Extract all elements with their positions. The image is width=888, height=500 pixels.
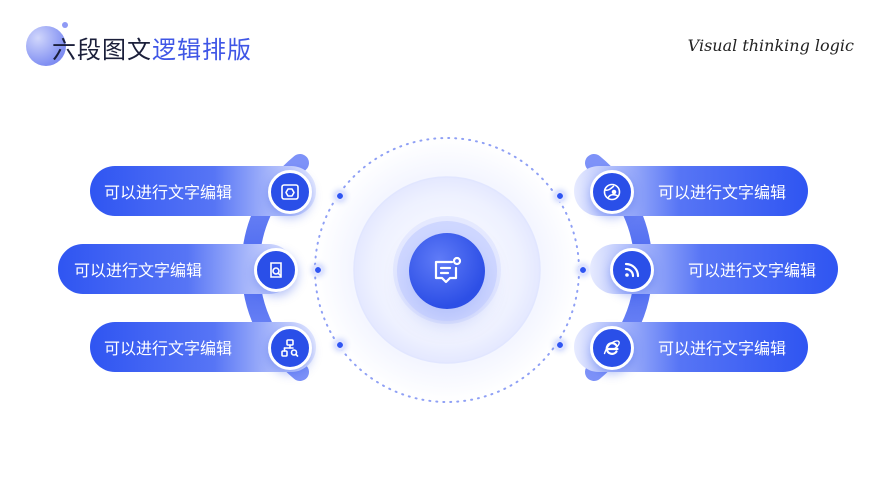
right-item-1-label: 可以进行文字编辑 <box>657 183 786 202</box>
right-item-2-label: 可以进行文字编辑 <box>687 261 816 280</box>
title-accent-part: 逻辑排版 <box>152 36 252 64</box>
page-title: 六段图文逻辑排版 <box>52 30 252 65</box>
connector-dot <box>334 339 346 351</box>
left-item-3-label: 可以进行文字编辑 <box>104 339 233 358</box>
globe-icon <box>590 170 634 214</box>
hexagon-window-icon <box>268 170 312 214</box>
internet-explorer-icon <box>590 326 634 370</box>
rss-icon <box>610 248 654 292</box>
flowchart-search-icon <box>268 326 312 370</box>
connector-dot <box>334 190 346 202</box>
page-subtitle: Visual thinking logic <box>687 36 854 55</box>
left-item-1-label: 可以进行文字编辑 <box>104 183 233 202</box>
connector-dot <box>312 264 324 276</box>
right-item-3-label: 可以进行文字编辑 <box>657 339 786 358</box>
title-dark-part: 六段图文 <box>52 36 152 64</box>
search-document-icon <box>254 248 298 292</box>
connector-dot <box>577 264 589 276</box>
message-document-icon <box>409 233 485 309</box>
left-item-2-label: 可以进行文字编辑 <box>74 261 203 280</box>
title-decoration-dot <box>62 22 68 28</box>
connector-dot <box>554 339 566 351</box>
connector-dot <box>554 190 566 202</box>
title-decoration-circle <box>26 26 66 66</box>
